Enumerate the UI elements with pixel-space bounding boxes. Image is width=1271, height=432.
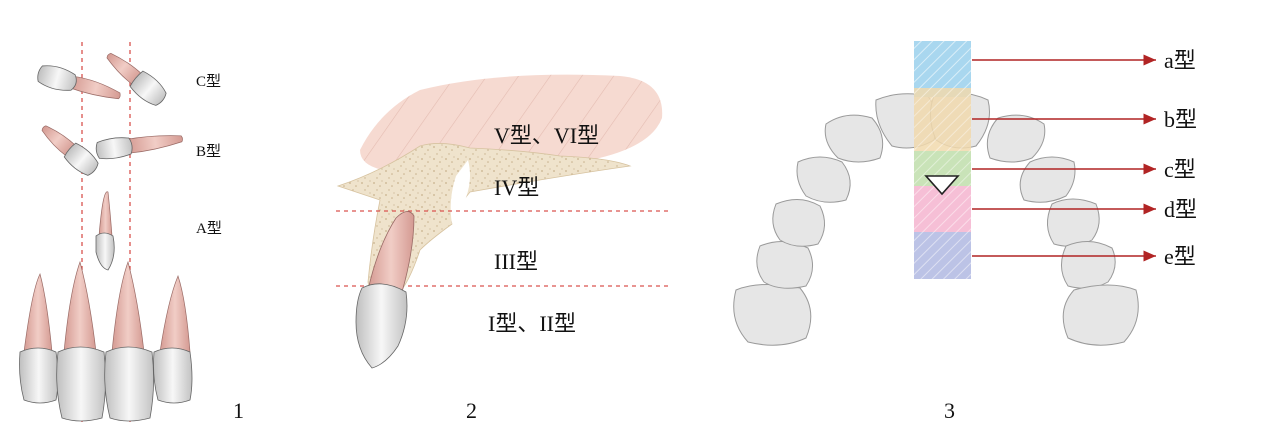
band-b bbox=[914, 88, 971, 151]
panel2-label-iv: IV型 bbox=[494, 175, 539, 200]
alveolar-bone bbox=[336, 143, 632, 295]
tooth-a bbox=[95, 191, 115, 271]
arch-tooth-r3 bbox=[1047, 198, 1100, 247]
anterior-tooth-4 bbox=[153, 275, 193, 404]
panel3-number: 3 bbox=[944, 398, 955, 423]
arch-tooth-r2 bbox=[1061, 241, 1116, 289]
arch-tooth-r4 bbox=[1019, 156, 1076, 203]
panel-1: C型 B型 A型 1 bbox=[19, 42, 244, 425]
band-e bbox=[914, 232, 971, 279]
panel2-number: 2 bbox=[466, 398, 477, 423]
arch-tooth-l4 bbox=[796, 156, 851, 203]
anterior-tooth-1 bbox=[19, 273, 59, 404]
panel-2: V型、VI型 IV型 III型 I型、II型 2 bbox=[336, 74, 668, 423]
panel1-number: 1 bbox=[233, 398, 244, 423]
tooth-b-right bbox=[95, 135, 183, 160]
panel2-label-i-ii: I型、II型 bbox=[488, 311, 576, 336]
panel3-label-c: c型 bbox=[1164, 157, 1196, 182]
panel2-tooth bbox=[355, 211, 415, 369]
arch-tooth-r5 bbox=[986, 114, 1046, 163]
panel3-label-d: d型 bbox=[1164, 197, 1197, 222]
arch-tooth-l5 bbox=[824, 114, 884, 163]
tooth-b-left bbox=[41, 125, 99, 176]
panel2-label-iii: III型 bbox=[494, 249, 538, 274]
band-a bbox=[914, 41, 971, 97]
incisive-papilla-marker bbox=[924, 175, 960, 196]
anterior-tooth-2 bbox=[56, 260, 106, 422]
panel1-label-c: C型 bbox=[196, 73, 221, 90]
panel1-label-b: B型 bbox=[196, 143, 221, 160]
panel1-label-a: A型 bbox=[196, 220, 222, 237]
panel2-label-v-vi: V型、VI型 bbox=[494, 123, 599, 148]
tooth-c-right bbox=[106, 52, 167, 106]
arch-tooth-l3 bbox=[772, 199, 825, 247]
tooth-c-left bbox=[37, 65, 121, 100]
arch-tooth-l1 bbox=[733, 283, 812, 346]
anterior-tooth-3 bbox=[104, 260, 154, 422]
arch-tooth-r1 bbox=[1062, 284, 1139, 346]
arch-teeth bbox=[733, 92, 1139, 346]
panel-3: a型 b型 c型 d型 e型 3 bbox=[733, 41, 1197, 423]
arch-tooth-l2 bbox=[756, 241, 813, 289]
panel3-label-b: b型 bbox=[1164, 107, 1197, 132]
bone-gap bbox=[450, 160, 470, 224]
panel3-label-e: e型 bbox=[1164, 244, 1196, 269]
panel3-label-a: a型 bbox=[1164, 48, 1196, 73]
